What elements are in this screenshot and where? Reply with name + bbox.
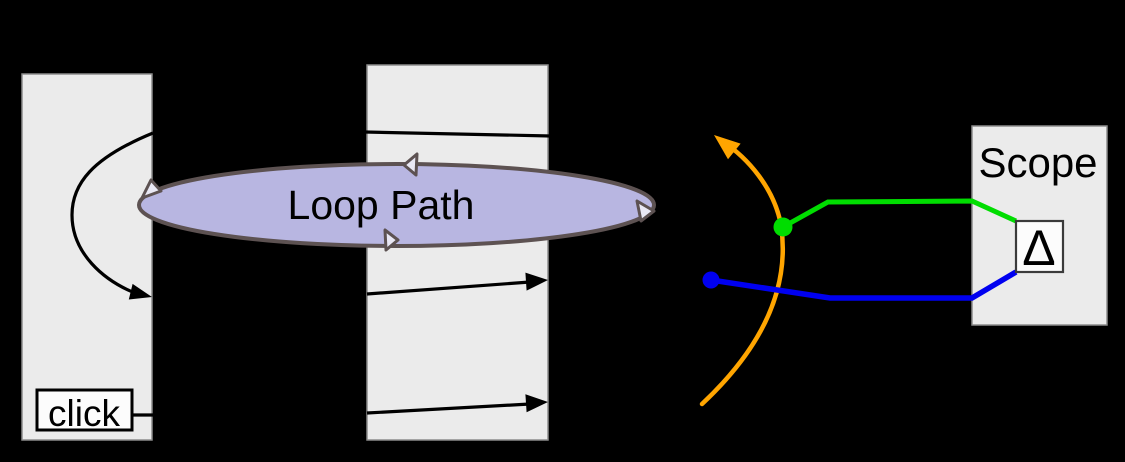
self-loop-arc [70, 131, 154, 297]
message-line-bottom [366, 402, 531, 415]
trajectory-curve [699, 138, 786, 407]
green-probe-line [781, 198, 1018, 230]
click-event-label: click [48, 393, 120, 434]
message-line-middle [366, 280, 531, 296]
loop-direction-left-arrow-icon [140, 178, 163, 200]
click-event-box [35, 388, 134, 432]
loop-path-ellipse [137, 162, 656, 248]
loop-direction-bottom-arrow-icon [383, 228, 400, 252]
scope-title: Scope [978, 139, 1097, 186]
self-loop-arrowhead-icon [128, 283, 152, 300]
blue-probe-point [702, 271, 720, 289]
message-line-top [364, 130, 552, 138]
middle-lifeline-panel [366, 64, 549, 441]
green-probe-point [773, 217, 793, 237]
loop-direction-right-arrow-icon [635, 199, 656, 223]
message-arrowhead-bottom-icon [525, 394, 548, 413]
trajectory-arrowhead-icon [714, 135, 741, 160]
message-arrowhead-middle-icon [525, 272, 548, 291]
loop-direction-top-arrow-icon [402, 152, 419, 177]
loop-path-label: Loop Path [288, 182, 475, 228]
delta-symbol: Δ [1022, 220, 1055, 276]
blue-probe-line [710, 269, 1018, 301]
delta-block-box [1014, 219, 1065, 274]
